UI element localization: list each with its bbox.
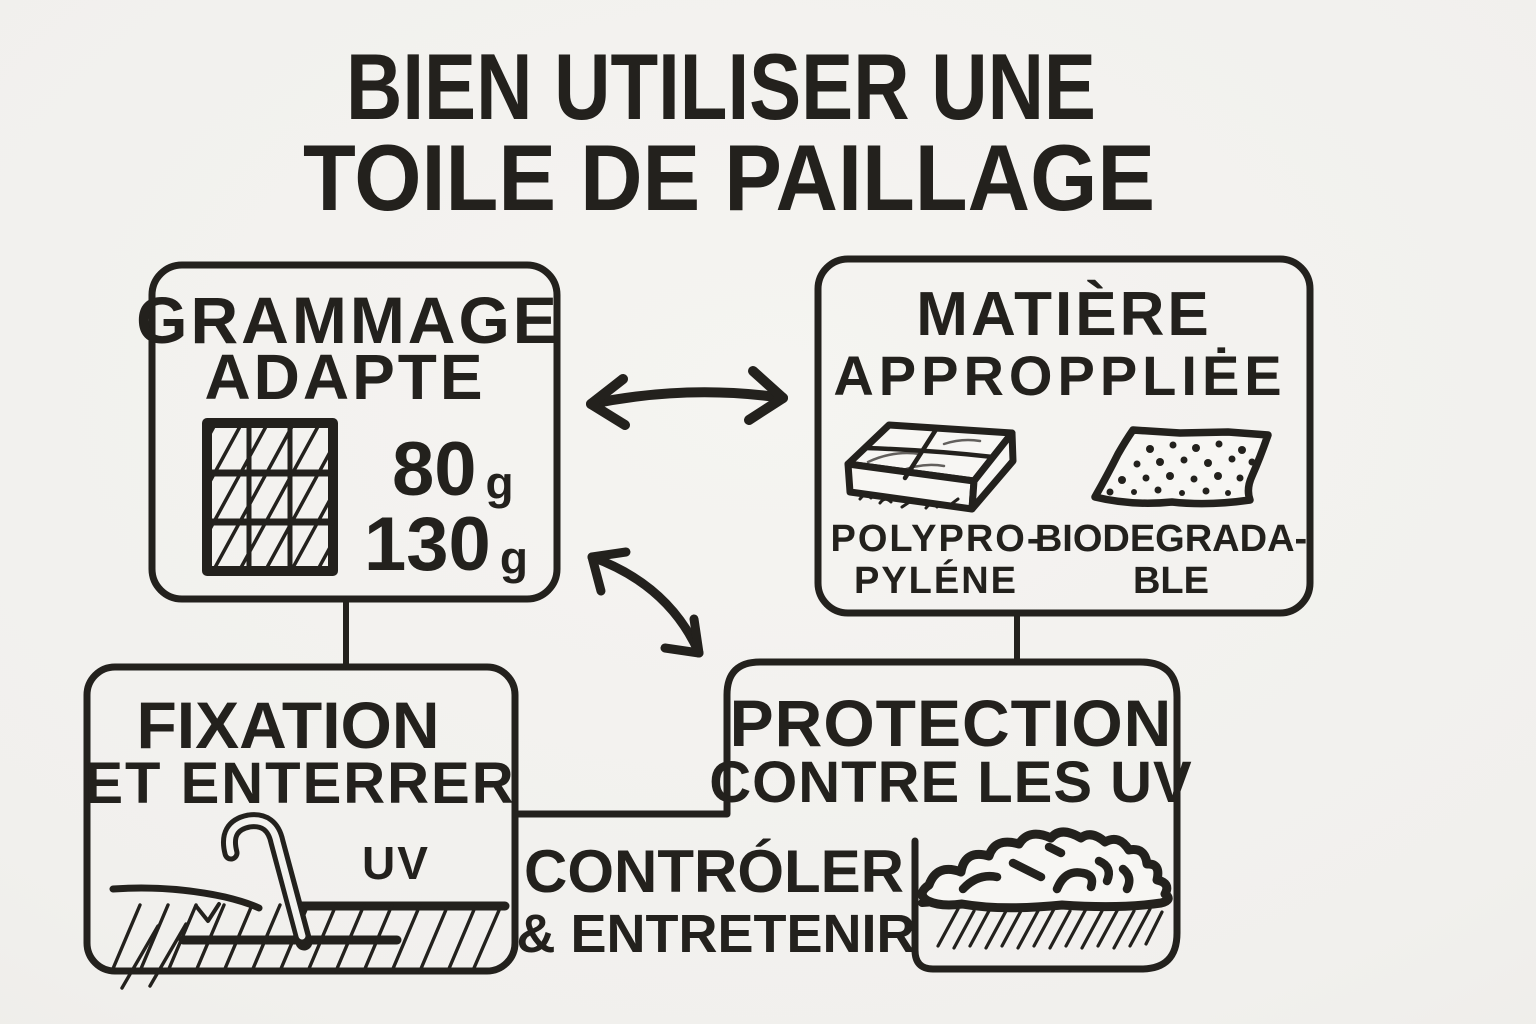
weight-1-unit: g bbox=[485, 457, 514, 509]
option-1-line1: POLYPRO- bbox=[830, 518, 1042, 560]
fabric-grid-icon bbox=[202, 418, 338, 576]
matiere-heading-line1: MATIÈRE bbox=[916, 280, 1212, 349]
grammage-heading-line1: GRAMMAGE bbox=[136, 283, 560, 357]
biodegradable-sheet-icon bbox=[1091, 426, 1272, 508]
fixation-box-outline bbox=[83, 663, 519, 975]
grammage-heading-line2: ADAPTE bbox=[204, 341, 486, 413]
fixation-heading-line2: ET ENTERRER bbox=[84, 751, 516, 816]
diagram-title-line2: TOILE DE PAILLAGE bbox=[302, 125, 1156, 230]
matiere-option-biodegradable-label: BIODEGRADA- BLE bbox=[1035, 518, 1307, 602]
option-2-line1: BIODEGRADA- bbox=[1034, 518, 1308, 560]
arrow-grammage-protection bbox=[587, 547, 704, 658]
arrow-grammage-matiere bbox=[586, 366, 788, 430]
weight-2-unit: g bbox=[499, 532, 528, 584]
weight-2-value: 130 bbox=[364, 502, 491, 587]
mulch-mound-icon bbox=[917, 827, 1173, 950]
matiere-heading-line2: APPROPPLIĖE bbox=[833, 344, 1287, 407]
matiere-box-outline bbox=[814, 255, 1314, 617]
controler-label-line2: & ENTRETENIR bbox=[516, 904, 916, 964]
controler-label-line1: CONTRÓLER bbox=[524, 838, 904, 905]
protection-heading-line1: PROTECTION bbox=[729, 686, 1173, 760]
stake-in-ground-icon bbox=[109, 812, 510, 990]
weight-1-value: 80 bbox=[392, 427, 477, 512]
grammage-box-outline bbox=[148, 261, 561, 603]
matiere-option-polypropylene-label: POLYPRO- PYLÉNE bbox=[831, 518, 1042, 602]
protection-box-outline bbox=[511, 658, 1181, 973]
grammage-weight-2: 130 g bbox=[364, 507, 528, 583]
diagram-title-line1: BIEN UTILISER UNE bbox=[346, 34, 1096, 139]
polypropylene-slab-icon bbox=[844, 421, 1017, 513]
option-2-line2: BLE bbox=[1132, 560, 1209, 602]
fixation-uv-annotation: UV bbox=[362, 837, 430, 889]
fixation-heading-line1: FIXATION bbox=[136, 688, 440, 762]
option-1-line2: PYLÉNE bbox=[853, 560, 1019, 602]
protection-heading-line2: CONTRE LES UV bbox=[709, 750, 1193, 815]
grammage-weight-1: 80 g bbox=[392, 432, 514, 508]
